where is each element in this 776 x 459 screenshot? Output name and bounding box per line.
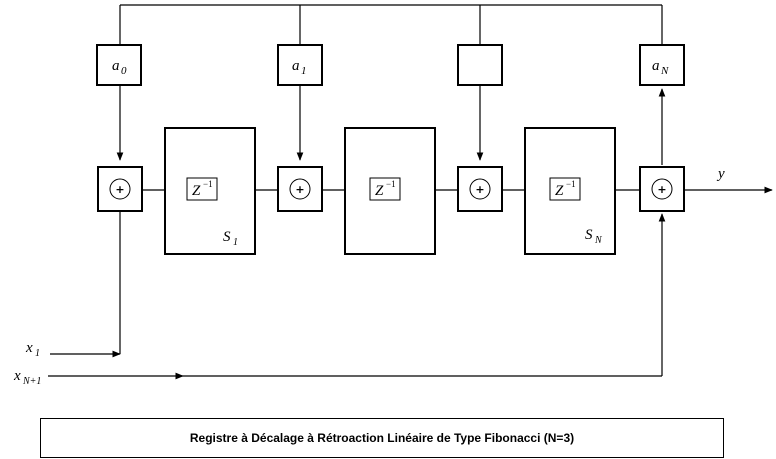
delay-2-op-sup: −1 <box>386 179 396 189</box>
delay-N-op-sup: −1 <box>566 179 576 189</box>
adder-2-symbol: + <box>295 183 304 196</box>
coef-1-sub: 1 <box>301 65 307 77</box>
input-x1-path <box>50 211 121 358</box>
feedback-bus <box>119 4 663 45</box>
adder-3: + <box>457 166 503 212</box>
coef-0-sub: 0 <box>121 65 127 77</box>
caption-box: Registre à Décalage à Rétroaction Linéai… <box>40 418 724 458</box>
coefficient-box-2 <box>457 44 503 86</box>
coefficient-box-1: a 1 <box>277 44 323 86</box>
input-xN1-path <box>48 213 666 380</box>
delay-register-1: Z −1 S 1 <box>164 127 256 255</box>
coef-N-sub: N <box>660 65 669 77</box>
input-x1-sub: 1 <box>35 348 40 359</box>
coef-1-main: a <box>292 58 300 74</box>
coefficient-box-0: a 0 <box>96 44 142 86</box>
adder-1-symbol: + <box>115 183 124 196</box>
delay-1-op: Z <box>192 183 201 199</box>
delay-N-op: Z <box>555 183 564 199</box>
delay-N-label: S <box>585 227 593 243</box>
coefficient-links <box>116 85 666 165</box>
delay-1-label: S <box>223 229 231 245</box>
output-label: y <box>716 166 725 182</box>
delay-register-N: Z −1 S N <box>524 127 616 255</box>
caption-text: Registre à Décalage à Rétroaction Linéai… <box>189 431 575 445</box>
delay-1-op-sup: −1 <box>203 179 213 189</box>
input-x1-label: x <box>25 340 33 356</box>
delay-1-label-sub: 1 <box>233 237 238 248</box>
coef-N-main: a <box>652 58 660 74</box>
delay-2-op: Z <box>375 183 384 199</box>
adder-2: + <box>277 166 323 212</box>
adder-1: + <box>97 166 143 212</box>
adder-3-symbol: + <box>475 183 484 196</box>
coef-0-main: a <box>112 58 120 74</box>
delay-N-label-sub: N <box>594 235 603 246</box>
delay-register-2: Z −1 <box>344 127 436 255</box>
adder-4-symbol: + <box>657 183 666 196</box>
input-xN1-label: x <box>13 368 21 384</box>
input-xN1-sub: N+1 <box>22 376 41 387</box>
coefficient-box-N: a N <box>639 44 685 86</box>
adder-4: + <box>639 166 685 212</box>
